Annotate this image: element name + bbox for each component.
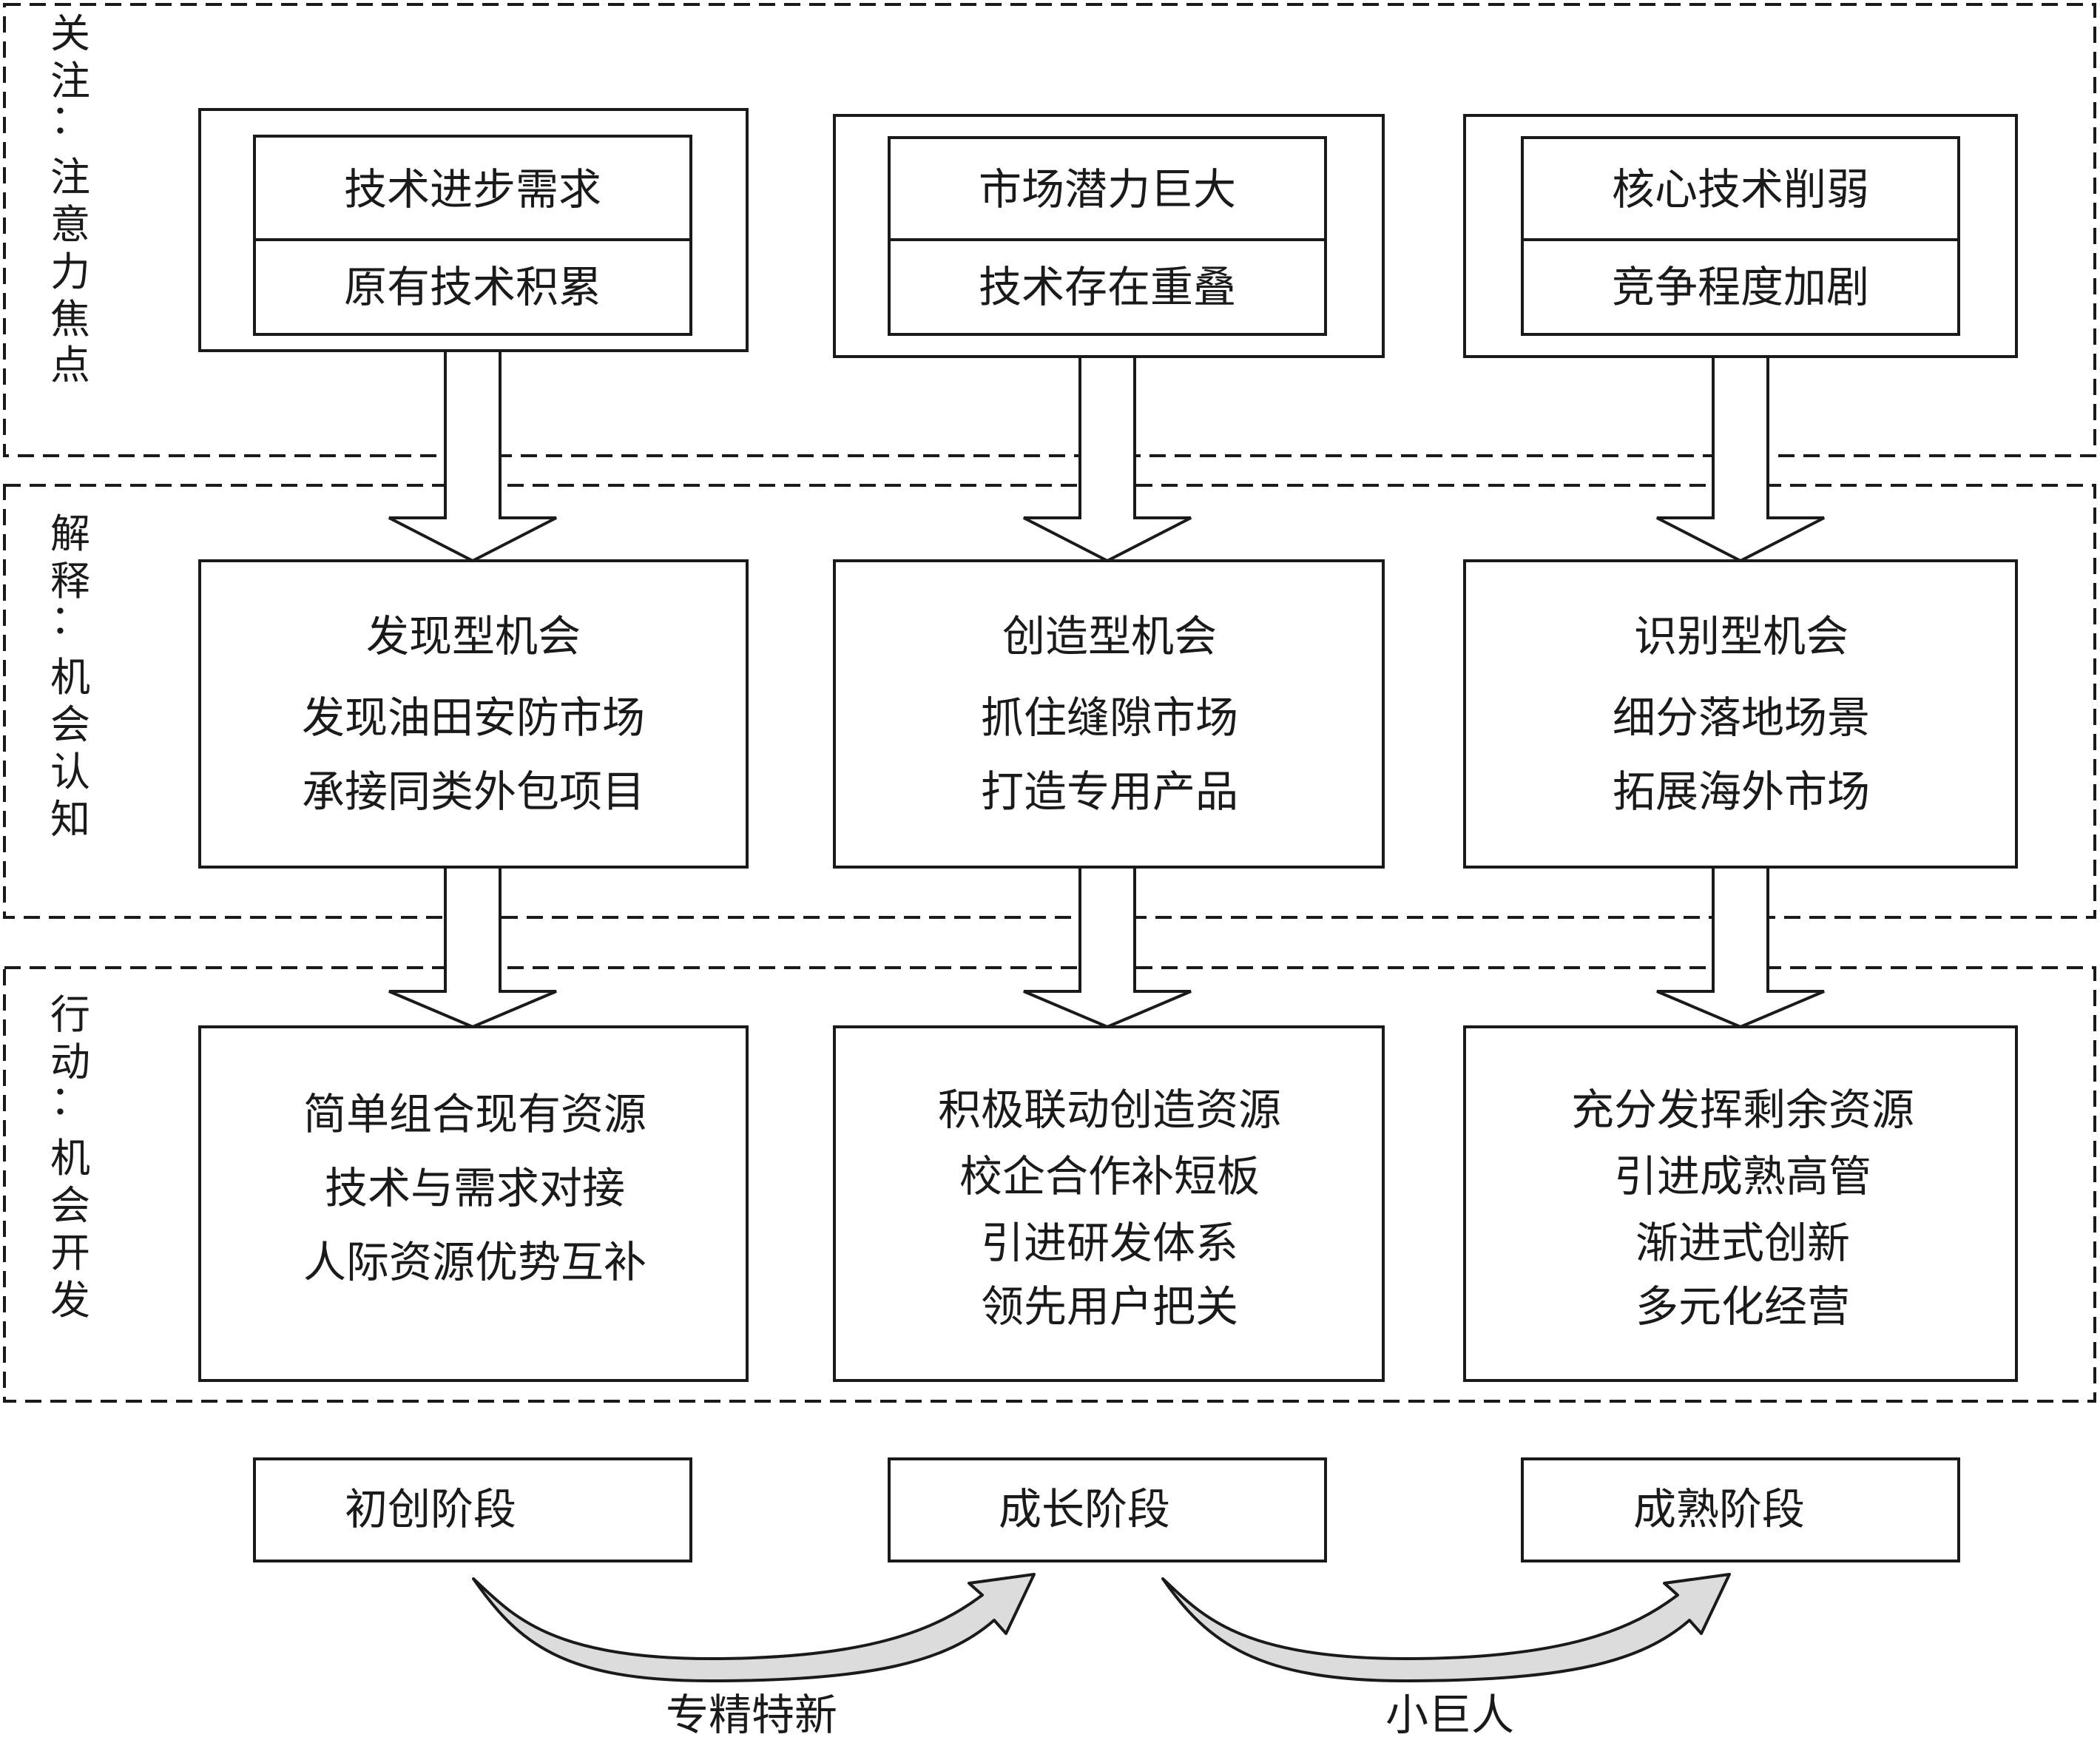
band-action xyxy=(3,966,2096,1403)
attention-top-text: 市场潜力巨大 xyxy=(979,164,1236,215)
band-label-interpretation: 解 释 ： 机 会 认 知 xyxy=(50,510,90,843)
action-box-3: 充分发挥剩余资源 引进成熟高管 渐进式创新 多元化经营 xyxy=(1463,1025,2018,1382)
band-label-char: 关 xyxy=(50,10,90,57)
band-label-char: 机 xyxy=(50,654,90,701)
band-label-char: 焦 xyxy=(50,296,90,343)
band-label-char: 认 xyxy=(50,749,90,795)
interpretation-box-3: 识别型机会 细分落地场景 拓展海外市场 xyxy=(1463,559,2018,869)
action-line: 充分发挥剩余资源 xyxy=(1571,1085,1914,1135)
band-label-char: 力 xyxy=(50,249,90,295)
down-arrow xyxy=(388,866,557,1029)
stage-mature: 成熟阶段 xyxy=(1521,1457,1960,1562)
attention-box-1: 技术进步需求 原有技术积累 xyxy=(198,108,749,352)
band-label-char: 意 xyxy=(50,201,90,248)
transition-label-little-giant: 小巨人 xyxy=(1385,1690,1514,1740)
action-line: 多元化经营 xyxy=(1635,1281,1850,1332)
attention-bottom-text: 原有技术积累 xyxy=(344,262,601,312)
band-label-char: 开 xyxy=(50,1230,90,1276)
band-label-char: 行 xyxy=(50,991,90,1038)
stage-label: 成熟阶段 xyxy=(1633,1484,1805,1534)
down-arrow xyxy=(388,349,557,563)
interpretation-line: 发现型机会 xyxy=(366,611,581,661)
interpretation-line: 细分落地场景 xyxy=(1613,692,1870,743)
transition-arrow-2 xyxy=(1161,1573,1731,1682)
band-label-char: 机 xyxy=(50,1135,90,1181)
band-label-char: 发 xyxy=(50,1277,90,1324)
attention-box-2: 市场潜力巨大 技术存在重叠 xyxy=(833,114,1385,358)
band-label-char: 注 xyxy=(50,58,90,104)
band-label-char: 会 xyxy=(50,701,90,748)
transition-arrow-1 xyxy=(472,1573,1036,1682)
interpretation-line: 打造专用产品 xyxy=(981,766,1238,817)
interpretation-line: 抓住缝隙市场 xyxy=(981,692,1238,743)
transition-label-specialized: 专精特新 xyxy=(666,1690,837,1740)
band-label-char: 动 xyxy=(50,1039,90,1085)
band-label-char: 解 xyxy=(50,510,90,557)
action-line: 领先用户把关 xyxy=(981,1281,1238,1332)
band-interpretation xyxy=(3,484,2096,919)
band-label-attention: 关 注 ： 注 意 力 焦 点 xyxy=(50,10,90,388)
interpretation-line: 创造型机会 xyxy=(1002,611,1217,661)
stage-label: 成长阶段 xyxy=(999,1484,1170,1534)
band-label-char: ： xyxy=(50,96,90,143)
action-line: 渐进式创新 xyxy=(1635,1218,1850,1268)
attention-bottom-text: 技术存在重叠 xyxy=(979,262,1236,312)
action-line: 简单组合现有资源 xyxy=(303,1089,646,1139)
attention-box-3: 核心技术削弱 竞争程度加剧 xyxy=(1463,114,2018,358)
stage-growth: 成长阶段 xyxy=(888,1457,1327,1562)
action-line: 引进研发体系 xyxy=(981,1218,1238,1268)
down-arrow xyxy=(1023,355,1192,563)
interpretation-line: 发现油田安防市场 xyxy=(302,692,645,743)
band-label-char: 会 xyxy=(50,1182,90,1229)
band-label-char: 释 xyxy=(50,558,90,604)
action-line: 校企合作补短板 xyxy=(959,1151,1260,1201)
down-arrow xyxy=(1023,866,1192,1029)
stage-label: 初创阶段 xyxy=(345,1484,516,1534)
action-line: 技术与需求对接 xyxy=(325,1163,625,1213)
interpretation-line: 拓展海外市场 xyxy=(1613,766,1870,817)
band-label-action: 行 动 ： 机 会 开 发 xyxy=(50,991,90,1324)
down-arrow xyxy=(1656,866,1825,1029)
attention-top-text: 核心技术削弱 xyxy=(1612,164,1869,215)
interpretation-box-1: 发现型机会 发现油田安防市场 承接同类外包项目 xyxy=(198,559,749,869)
action-box-1: 简单组合现有资源 技术与需求对接 人际资源优势互补 xyxy=(198,1025,749,1382)
interpretation-line: 识别型机会 xyxy=(1634,611,1849,661)
action-box-2: 积极联动创造资源 校企合作补短板 引进研发体系 领先用户把关 xyxy=(833,1025,1385,1382)
stage-startup: 初创阶段 xyxy=(253,1457,692,1562)
band-label-char: ： xyxy=(50,1077,90,1124)
action-line: 人际资源优势互补 xyxy=(303,1237,646,1287)
down-arrow xyxy=(1656,355,1825,563)
band-label-char: 知 xyxy=(50,796,90,843)
band-label-char: 注 xyxy=(50,154,90,200)
band-attention xyxy=(3,3,2096,457)
action-line: 积极联动创造资源 xyxy=(938,1085,1281,1135)
band-label-char: 点 xyxy=(50,342,90,388)
interpretation-line: 承接同类外包项目 xyxy=(302,766,645,817)
interpretation-box-2: 创造型机会 抓住缝隙市场 打造专用产品 xyxy=(833,559,1385,869)
attention-bottom-text: 竞争程度加剧 xyxy=(1612,262,1869,312)
band-label-char: ： xyxy=(50,596,90,643)
action-line: 引进成熟高管 xyxy=(1614,1151,1871,1201)
attention-top-text: 技术进步需求 xyxy=(344,164,601,215)
